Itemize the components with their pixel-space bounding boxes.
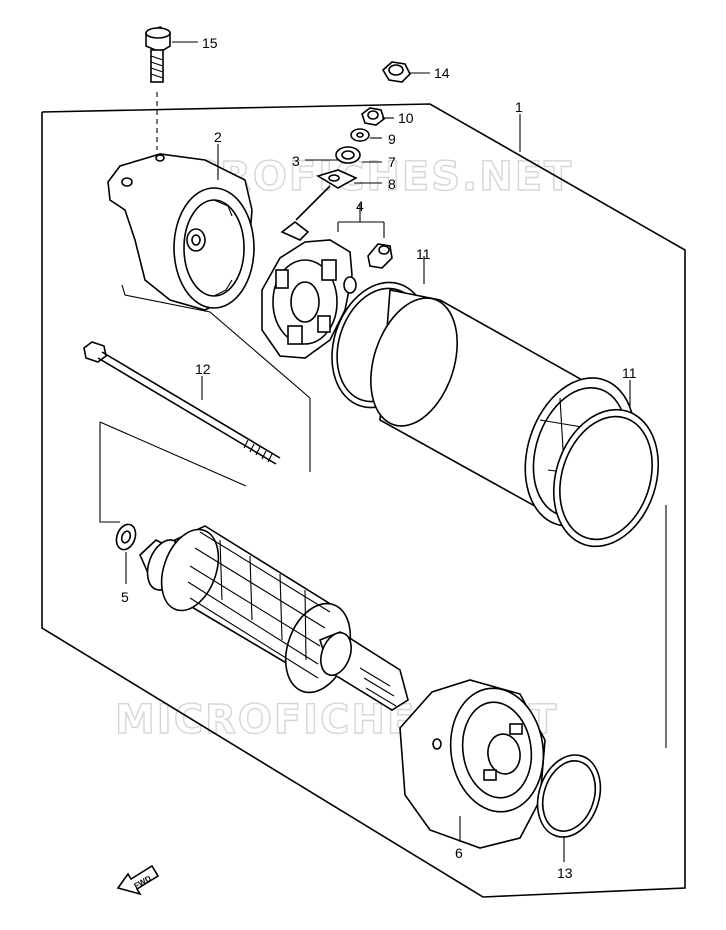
label-9: 9 bbox=[388, 131, 396, 147]
armature bbox=[139, 525, 409, 711]
bolt-15 bbox=[145, 26, 171, 150]
assembly-frame bbox=[41, 103, 686, 898]
leader-lines bbox=[125, 41, 631, 862]
terminal-plate-8 bbox=[316, 169, 358, 189]
label-11-left: 11 bbox=[416, 246, 431, 262]
fwd-arrow-icon: FWD bbox=[116, 864, 160, 896]
nut-10 bbox=[361, 107, 385, 126]
label-13: 13 bbox=[557, 865, 573, 881]
assembly-guides bbox=[99, 284, 667, 748]
o-ring-11-right bbox=[552, 408, 660, 548]
nut-14 bbox=[381, 61, 411, 83]
label-15: 15 bbox=[202, 35, 218, 51]
drive-housing-6 bbox=[399, 679, 546, 849]
label-11-right: 11 bbox=[622, 365, 637, 381]
brush-holder-4 bbox=[261, 185, 393, 359]
label-10: 10 bbox=[398, 110, 414, 126]
label-8: 8 bbox=[388, 176, 396, 192]
label-2: 2 bbox=[214, 129, 222, 145]
label-1: 1 bbox=[515, 99, 523, 115]
label-14: 14 bbox=[434, 65, 450, 81]
o-ring-13 bbox=[536, 754, 602, 838]
through-bolt-12 bbox=[83, 341, 281, 465]
seal-7 bbox=[335, 146, 361, 164]
label-4: 4 bbox=[356, 198, 364, 214]
washer-5 bbox=[115, 523, 137, 551]
label-6: 6 bbox=[455, 845, 463, 861]
label-3: 3 bbox=[292, 153, 300, 169]
label-5: 5 bbox=[121, 589, 129, 605]
end-cover-2 bbox=[107, 153, 255, 311]
label-7: 7 bbox=[388, 154, 396, 170]
label-12: 12 bbox=[195, 361, 211, 377]
washer-9 bbox=[350, 128, 370, 142]
